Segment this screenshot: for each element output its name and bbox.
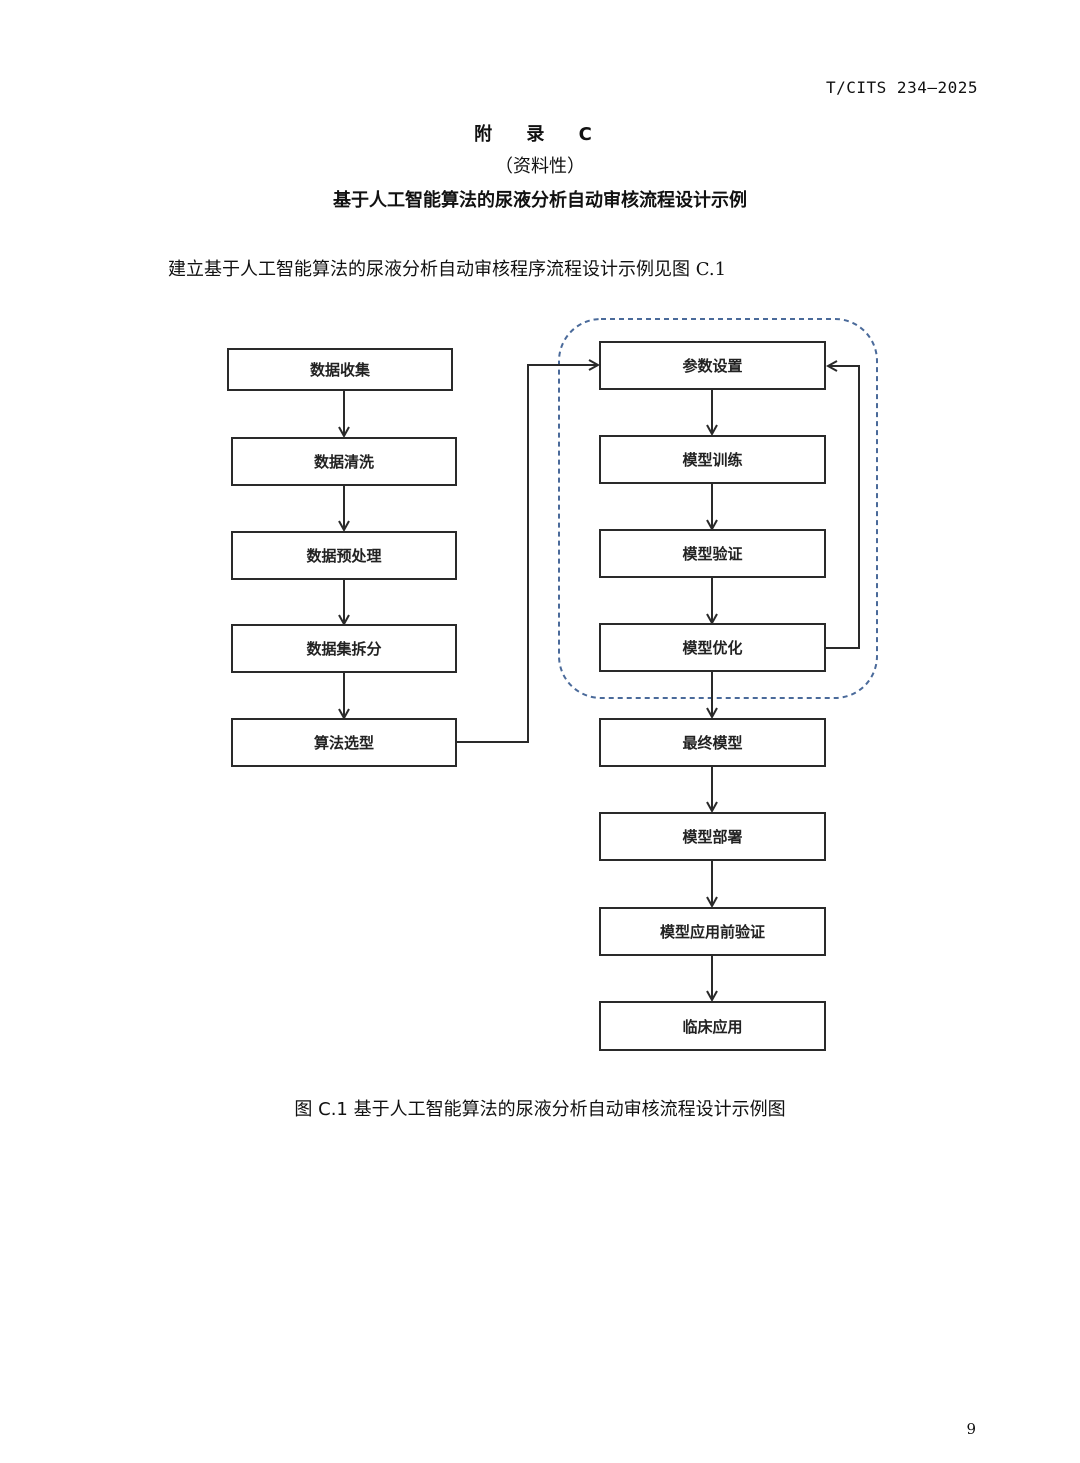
figure-caption: 图 C.1 基于人工智能算法的尿液分析自动审核流程设计示例图 [294, 1099, 786, 1120]
step-model-deployment: 模型部署 [599, 812, 826, 861]
step-dataset-split: 数据集拆分 [231, 624, 457, 673]
step-data-collection: 数据收集 [227, 348, 453, 391]
document-code: T/CITS 234—2025 [826, 78, 978, 97]
step-model-optimization: 模型优化 [599, 623, 826, 672]
step-clinical-application: 临床应用 [599, 1001, 826, 1051]
appendix-heading: 基于人工智能算法的尿液分析自动审核流程设计示例 [333, 190, 747, 211]
arrow-select-to-params [457, 365, 598, 743]
step-model-training: 模型训练 [599, 435, 826, 484]
page-number: 9 [966, 1420, 976, 1438]
step-data-cleaning: 数据清洗 [231, 437, 457, 486]
step-final-model: 最终模型 [599, 718, 826, 767]
step-pre-application-validation: 模型应用前验证 [599, 907, 826, 956]
appendix-title: 附 录 C [474, 124, 606, 145]
loop-group-boundary [558, 318, 878, 699]
step-parameter-setting: 参数设置 [599, 341, 826, 390]
step-model-validation: 模型验证 [599, 529, 826, 578]
step-algorithm-selection: 算法选型 [231, 718, 457, 767]
intro-paragraph: 建立基于人工智能算法的尿液分析自动审核程序流程设计示例见图 C.1 [168, 259, 727, 280]
step-data-preprocessing: 数据预处理 [231, 531, 457, 580]
arrow-optimize-feedback-to-params [826, 366, 860, 649]
appendix-type: （资料性） [495, 156, 585, 177]
